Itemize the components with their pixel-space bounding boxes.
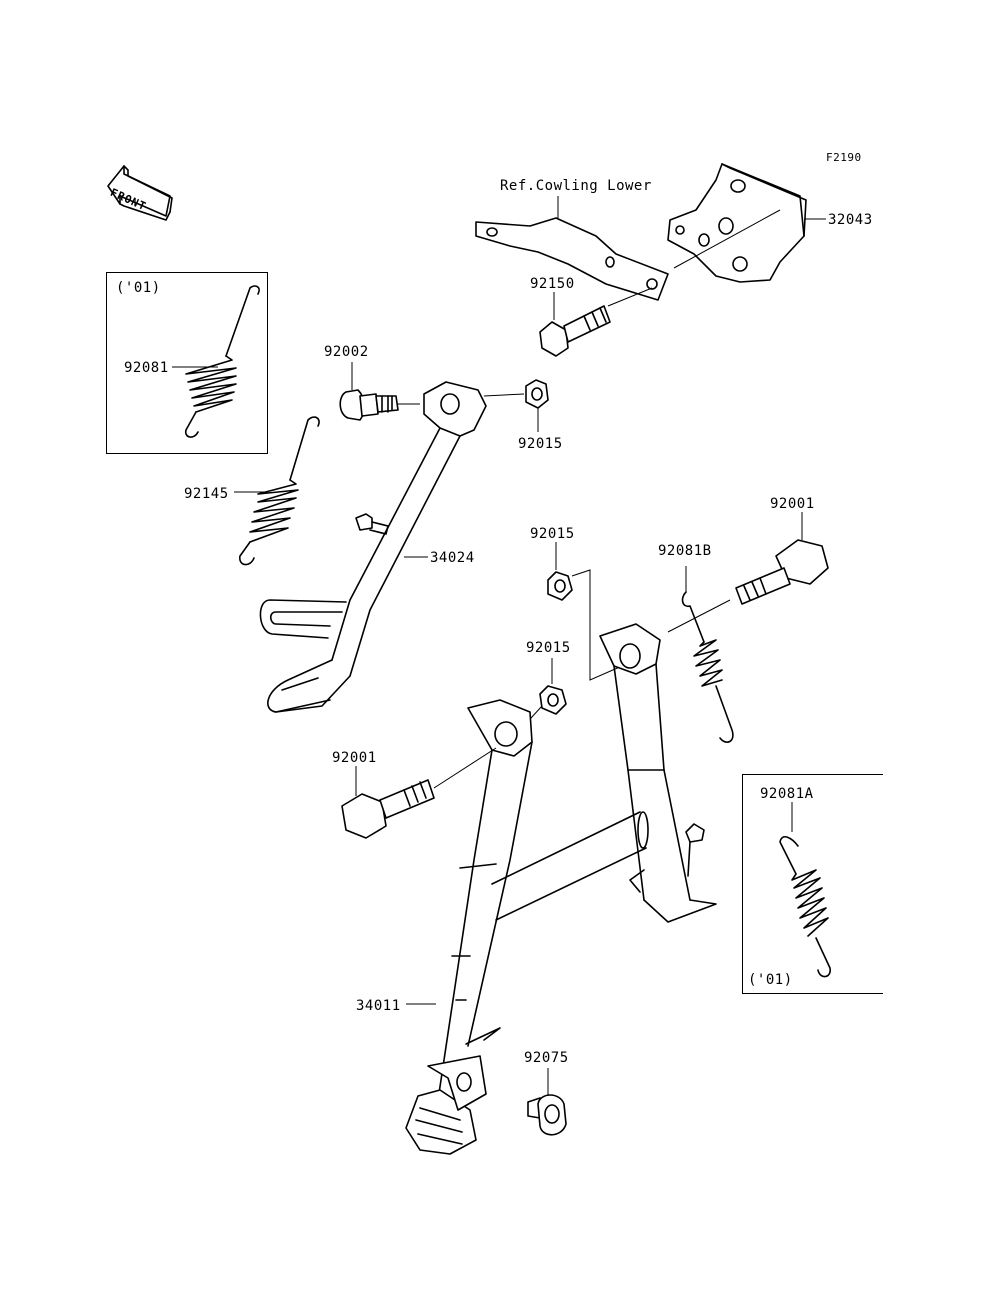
spring-92081B-icon — [681, 591, 734, 743]
spring-92081-icon — [184, 285, 260, 438]
leader-bracket-hole — [673, 209, 781, 269]
label-92150: 92150 — [530, 276, 575, 292]
label-34011: 34011 — [356, 998, 401, 1014]
variant-note-left: ('01) — [116, 280, 161, 296]
label-92075: 92075 — [524, 1050, 569, 1066]
label-32043: 32043 — [828, 212, 873, 228]
label-92081B: 92081B — [658, 543, 712, 559]
leader-bolt-to-bracket — [607, 287, 653, 307]
label-92015-lower: 92015 — [526, 640, 571, 656]
leader-spring-to-bolt — [667, 599, 731, 633]
spring-92081A-icon — [779, 835, 831, 978]
bolt-92001-right-icon — [735, 539, 829, 605]
bracket-32043-icon — [667, 163, 807, 283]
side-stand-34024-icon — [259, 381, 487, 713]
label-92015-middle: 92015 — [530, 526, 575, 542]
variant-note-right: ('01) — [748, 972, 793, 988]
figure-code: F2190 — [826, 151, 862, 164]
label-92002: 92002 — [324, 344, 369, 360]
nut-92015-upper-icon — [525, 379, 549, 409]
nut-92015-lower-icon — [539, 685, 567, 715]
bolt-92150-icon — [539, 305, 611, 357]
label-92001-left: 92001 — [332, 750, 377, 766]
label-92081: 92081 — [124, 360, 169, 376]
leader-nut-middle-bracket — [571, 569, 623, 681]
variant-box-right — [742, 774, 883, 994]
pin-92002-icon — [339, 389, 399, 421]
main-stand-34011-icon — [405, 623, 717, 1155]
nut-92015-middle-icon — [547, 571, 573, 601]
front-arrow-icon — [107, 165, 173, 221]
variant-box-left — [106, 272, 268, 454]
label-92081A: 92081A — [760, 786, 814, 802]
label-92015-upper: 92015 — [518, 436, 563, 452]
label-92001-right: 92001 — [770, 496, 815, 512]
label-34024: 34024 — [430, 550, 475, 566]
label-92145: 92145 — [184, 486, 229, 502]
cowling-lower-bracket-icon — [475, 217, 669, 301]
spring-92145-icon — [239, 416, 320, 566]
leader-bolt-to-stand — [433, 747, 497, 789]
bolt-92001-left-icon — [341, 779, 435, 839]
leader-nut-upper — [483, 393, 525, 397]
stopper-92075-icon — [527, 1094, 567, 1136]
reference-note: Ref.Cowling Lower — [500, 178, 652, 194]
